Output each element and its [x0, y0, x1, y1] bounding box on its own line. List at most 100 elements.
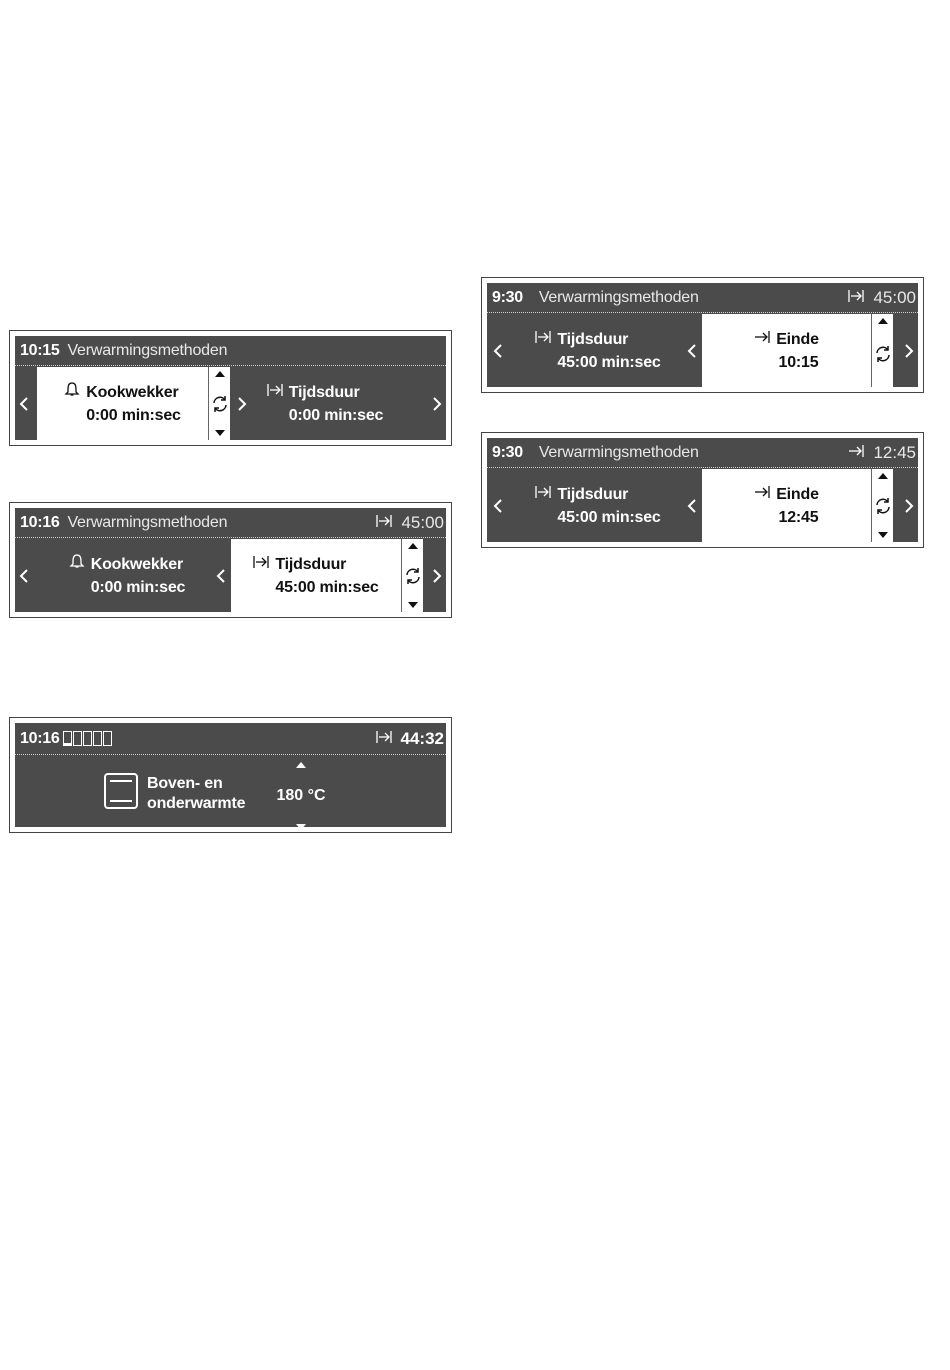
remaining-time: 44:32 — [400, 728, 444, 748]
timer-option-kookwekker[interactable]: Kookwekker 0:00 min:sec — [37, 539, 217, 612]
progress-segment — [103, 730, 113, 746]
chevron-right-icon — [433, 568, 442, 583]
heating-mode[interactable]: Boven- en onderwarmte — [104, 773, 245, 814]
chevron-left-icon — [19, 396, 28, 411]
timer-option-einde[interactable]: Einde 10:15 — [702, 314, 871, 387]
value-scroller[interactable] — [871, 469, 893, 542]
chevron-right-icon — [905, 498, 914, 513]
menu-title: Verwarmingsmethoden — [538, 288, 699, 306]
triangle-down-icon — [214, 430, 225, 436]
scroll-right-button[interactable] — [428, 539, 446, 612]
scroll-prev-button[interactable] — [683, 314, 701, 387]
duration-icon — [535, 328, 552, 351]
menu-title: Verwarmingsmethoden — [67, 341, 228, 359]
chevron-left-icon — [493, 343, 502, 358]
scroll-next-button[interactable] — [233, 367, 251, 440]
timer-option-tijdsduur[interactable]: Tijdsduur 45:00 min:sec — [509, 469, 687, 542]
option-content: Tijdsduur 45:00 min:sec — [253, 553, 379, 599]
option-label: Kookwekker — [90, 555, 183, 573]
display-body: Boven- en onderwarmte 180 °C — [15, 756, 446, 830]
option-value: 0:00 min:sec — [90, 578, 186, 596]
menu-title: Verwarmingsmethoden — [538, 443, 699, 461]
display-body: Tijdsduur 45:00 min:sec Einde 10:15 — [487, 314, 918, 387]
option-value: 0:00 min:sec — [86, 406, 181, 424]
duration-icon — [253, 553, 270, 576]
option-value: 0:00 min:sec — [288, 406, 384, 424]
duration-icon — [848, 288, 865, 308]
chevron-right-icon — [905, 343, 914, 358]
oven-display: 10:16 Verwarmingsmethoden 45:00 — [15, 508, 446, 612]
clock-time: 10:15 — [20, 341, 60, 359]
display-body: Kookwekker 0:00 min:sec — [15, 367, 446, 440]
option-value: 12:45 — [778, 508, 819, 526]
bell-icon — [64, 381, 80, 404]
display-header: 10:16 Verwarmingsmethoden 45:00 — [15, 508, 446, 538]
duration-icon — [376, 513, 393, 533]
triangle-up-icon — [877, 473, 888, 479]
option-content: Einde 10:15 — [754, 328, 819, 374]
progress-segment — [93, 730, 103, 746]
progress-segment — [73, 730, 83, 746]
option-label: Tijdsduur — [557, 485, 629, 503]
triangle-up-icon — [296, 762, 306, 768]
scroll-right-button[interactable] — [428, 367, 446, 440]
display-timer-panel: 9:30 Verwarmingsmethoden 12:45 — [481, 432, 924, 548]
refresh-icon — [405, 567, 420, 584]
option-content: Einde 12:45 — [754, 483, 819, 529]
end-time-icon — [754, 483, 770, 506]
status-value: 45:00 — [401, 512, 444, 532]
clock-time: 10:16 — [20, 513, 60, 531]
progress-segment — [63, 730, 73, 746]
oven-display: 10:16 44:32 Boven- en onderwarmte — [15, 723, 446, 830]
scroll-left-button[interactable] — [489, 469, 507, 542]
status-duration: 45:00 — [848, 288, 918, 308]
timer-option-einde[interactable]: Einde 12:45 — [702, 469, 871, 542]
heating-mode-line2: onderwarmte — [147, 794, 246, 812]
option-content: Kookwekker 0:00 min:sec — [69, 553, 186, 599]
display-body: Kookwekker 0:00 min:sec Tijdsduur 45:00 — [15, 539, 446, 612]
scroll-prev-button[interactable] — [683, 469, 701, 542]
chevron-left-icon — [493, 498, 502, 513]
clock-time: 9:30 — [492, 288, 523, 306]
progress-segment — [83, 730, 93, 746]
option-label: Tijdsduur — [275, 555, 347, 573]
value-scroller[interactable] — [208, 367, 230, 440]
value-scroller[interactable] — [401, 539, 423, 612]
temperature-control[interactable]: 180 °C — [276, 762, 326, 830]
status-value: 12:45 — [873, 442, 916, 462]
display-timer-panel: 10:15 Verwarmingsmethoden Kookwekker 0:0… — [9, 330, 452, 446]
triangle-up-icon — [877, 318, 888, 324]
scroll-prev-button[interactable] — [212, 539, 230, 612]
timer-option-kookwekker[interactable]: Kookwekker 0:00 min:sec — [37, 367, 208, 440]
status-duration: 45:00 — [376, 513, 446, 533]
option-value: 45:00 min:sec — [275, 578, 379, 596]
scroll-left-button[interactable] — [15, 539, 33, 612]
temperature-value: 180 °C — [276, 787, 326, 804]
duration-icon — [267, 381, 283, 404]
duration-icon — [375, 729, 392, 749]
timer-option-tijdsduur[interactable]: Tijdsduur 45:00 min:sec — [231, 539, 401, 612]
display-header: 10:15 Verwarmingsmethoden — [15, 336, 446, 366]
scroll-right-button[interactable] — [900, 469, 918, 542]
oven-top-bottom-heat-icon — [104, 773, 138, 814]
timer-option-tijdsduur[interactable]: Tijdsduur 0:00 min:sec — [260, 367, 390, 440]
option-label: Einde — [776, 330, 819, 348]
display-header: 9:30 Verwarmingsmethoden 12:45 — [487, 438, 918, 468]
value-scroller[interactable] — [871, 314, 893, 387]
triangle-up-icon — [407, 543, 418, 549]
clock-time: 10:16 — [20, 729, 60, 747]
menu-title: Verwarmingsmethoden — [67, 513, 228, 531]
scroll-left-button[interactable] — [15, 367, 33, 440]
refresh-icon — [875, 497, 890, 514]
display-header: 9:30 Verwarmingsmethoden 45:00 — [487, 283, 918, 313]
triangle-up-icon — [214, 371, 225, 377]
option-label: Tijdsduur — [288, 383, 360, 401]
scroll-left-button[interactable] — [489, 314, 507, 387]
oven-display: 9:30 Verwarmingsmethoden 45:00 — [487, 283, 918, 387]
triangle-down-icon — [407, 602, 418, 608]
status-end-time: 12:45 — [848, 443, 918, 463]
timer-option-tijdsduur[interactable]: Tijdsduur 45:00 min:sec — [509, 314, 687, 387]
option-label: Tijdsduur — [557, 330, 629, 348]
scroll-right-button[interactable] — [900, 314, 918, 387]
option-label: Kookwekker — [86, 383, 179, 401]
